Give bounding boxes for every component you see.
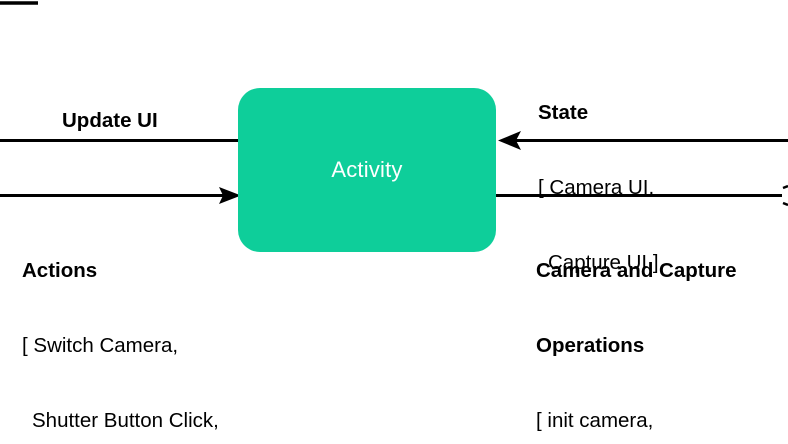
edge-camera-operations-arrow-crop-lower <box>782 201 788 207</box>
node-activity[interactable]: Activity <box>238 88 496 252</box>
edge-label-camera-operations: Camera and Capture Operations [ init cam… <box>536 208 737 444</box>
state-line-1: Capture UI ] <box>548 251 659 274</box>
camera-operations-heading-line-1: Camera and Capture <box>536 259 737 282</box>
camera-operations-heading-line-2: Operations <box>536 334 645 357</box>
actions-line-0: [ Switch Camera, <box>22 334 179 357</box>
edge-state-arrowhead <box>498 131 521 150</box>
node-activity-label: Activity <box>331 157 403 182</box>
state-heading: State <box>538 101 589 124</box>
edge-camera-operations-arrow-crop-upper <box>782 184 788 190</box>
edge-label-actions: Actions [ Switch Camera, Shutter Button … <box>22 208 269 444</box>
state-line-0: [ Camera UI, <box>538 176 655 199</box>
edge-label-state: State [ Camera UI, Capture UI ] <box>538 50 659 325</box>
actions-heading: Actions <box>22 259 98 282</box>
edge-label-update-ui: Update UI <box>62 109 158 132</box>
camera-operations-line-0: [ init camera, <box>536 409 654 432</box>
actions-line-1: Shutter Button Click, <box>32 409 219 432</box>
